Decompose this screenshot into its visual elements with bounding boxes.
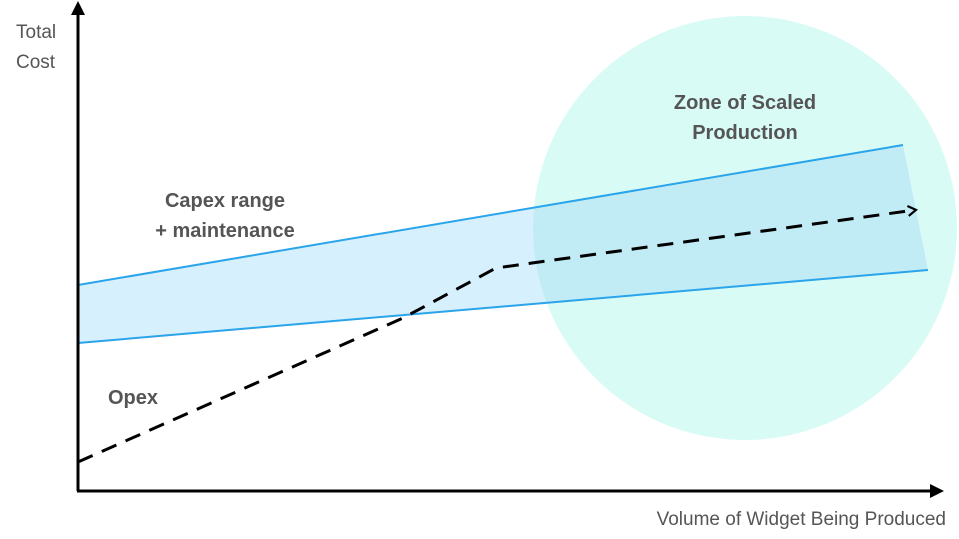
x-axis-arrowhead [930,484,944,498]
capex-band-overlap [533,145,928,343]
opex-label: Opex [108,387,159,409]
zone-label-line2: Production [692,122,798,144]
y-axis-label-line1: Total [16,22,57,43]
y-axis-label-line2: Cost [16,52,56,73]
zone-label-line1: Zone of Scaled [673,92,817,114]
y-axis-arrowhead [71,1,85,15]
capex-label-line1: Capex range [164,190,286,212]
zone-label: Zone of Scaled Production [640,88,850,148]
capex-label: Capex range + maintenance [120,186,330,246]
x-axis-label: Volume of Widget Being Produced [656,509,946,530]
capex-upper-line [77,144,904,286]
capex-lower-line [77,269,929,344]
y-axis-label: Total Cost [16,18,86,78]
capex-label-line2: + maintenance [155,220,295,242]
